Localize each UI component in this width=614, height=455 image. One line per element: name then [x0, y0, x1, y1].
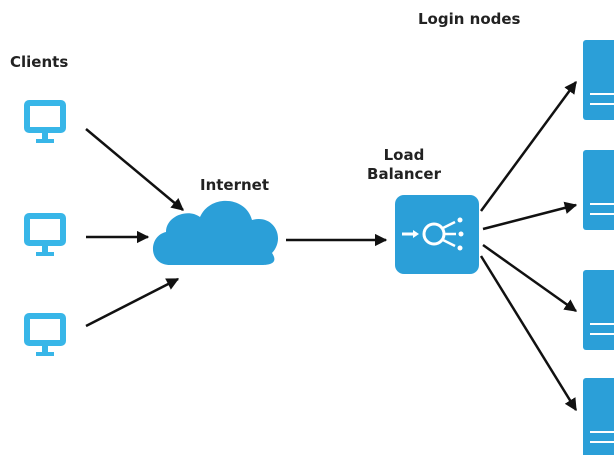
- arrow-load-balancer-to-node-1: [479, 80, 578, 212]
- arrow-load-balancer-to-node-4: [479, 255, 578, 412]
- clients-label: Clients: [10, 53, 69, 71]
- client-monitor-3-icon: [24, 313, 66, 356]
- login-node-server-2-icon: [583, 150, 614, 230]
- client-monitor-1-icon: [24, 100, 66, 143]
- login-node-server-1-icon: [583, 40, 614, 120]
- login-node-server-3-icon: [583, 270, 614, 350]
- arrow-load-balancer-to-node-3: [482, 243, 578, 313]
- login-nodes-label: Login nodes: [418, 10, 521, 28]
- load-balancer-label-line2: Balancer: [367, 165, 441, 183]
- internet-cloud-icon: [152, 200, 279, 265]
- internet-label: Internet: [200, 176, 270, 194]
- client-monitor-2-icon: [24, 213, 66, 256]
- arrow-client-1-to-internet: [85, 128, 184, 211]
- arrow-client-3-to-internet: [85, 277, 180, 328]
- load-balancer-label-line1: Load: [383, 146, 425, 164]
- load-balancer-icon: [395, 195, 479, 274]
- arrow-load-balancer-to-node-2: [482, 201, 578, 231]
- login-node-server-4-icon: [583, 378, 614, 455]
- load-balancer-label: Load Balancer: [352, 146, 456, 184]
